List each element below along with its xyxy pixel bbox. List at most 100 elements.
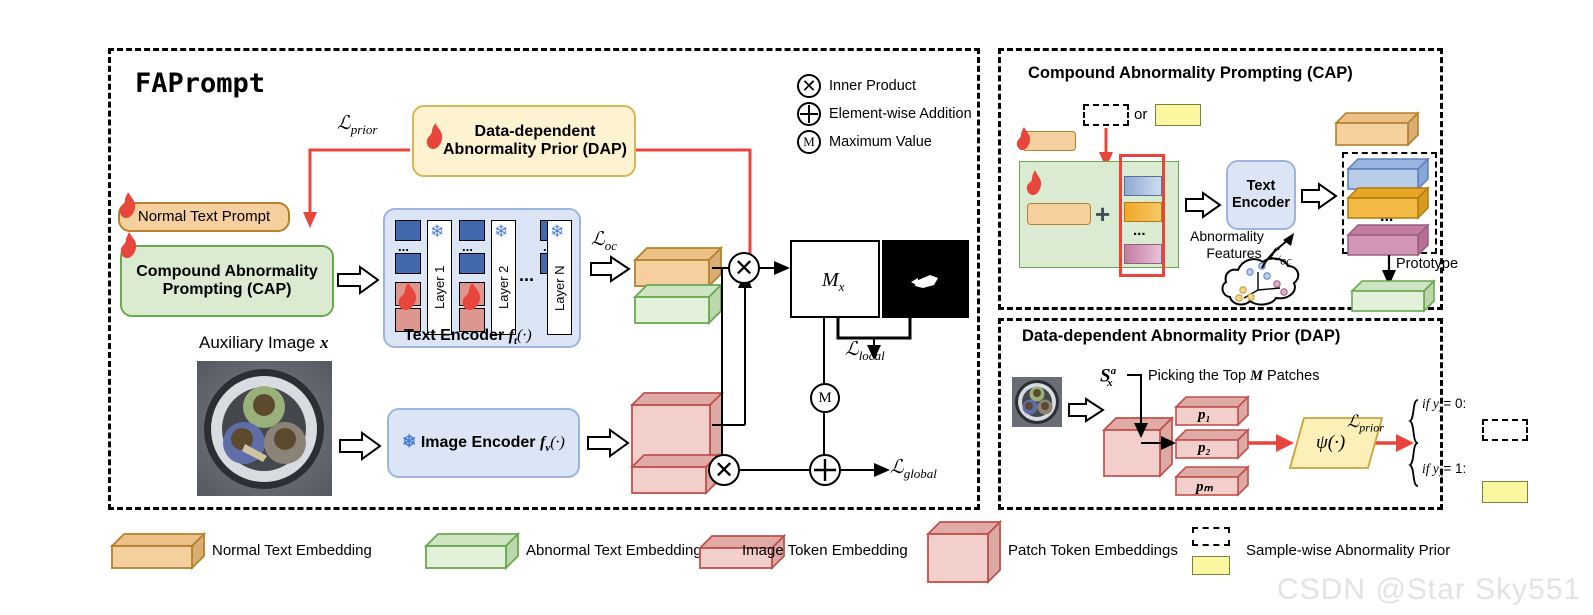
legend-image-token-embedding-icon bbox=[697, 533, 787, 571]
dap-panel-title: Data-dependent Abnormality Prior (DAP) bbox=[1022, 327, 1341, 345]
cap-box-line2: Prompting (CAP) bbox=[162, 281, 292, 298]
cap-sample-prior-dashed bbox=[1083, 104, 1129, 126]
cap-plus-symbol: + bbox=[1095, 199, 1111, 229]
token-column-2: ... bbox=[459, 220, 485, 335]
auxiliary-image-label: Auxiliary Image x bbox=[199, 333, 328, 353]
flame-icon bbox=[1016, 127, 1031, 150]
layer-box-1[interactable]: Layer 1 bbox=[427, 220, 452, 335]
dap-cond-zero-sub: x bbox=[1438, 403, 1444, 415]
cap-abnormality-features-line2: Features bbox=[1206, 244, 1262, 261]
cap-prompt-ellipsis: ... bbox=[1133, 222, 1146, 239]
max-value-op-glyph: M bbox=[818, 389, 832, 406]
auxiliary-image bbox=[197, 361, 332, 496]
cap-text-encoder-box[interactable]: Text Encoder bbox=[1226, 160, 1296, 230]
token-ellipsis: ... bbox=[398, 239, 409, 254]
layer-box-n[interactable]: Layer N bbox=[547, 220, 572, 335]
dap-score-sub: x bbox=[1107, 377, 1113, 390]
dap-patch-pm: pₘ bbox=[1174, 465, 1250, 497]
snowflake-icon: ❄ bbox=[494, 222, 509, 241]
cap-panel bbox=[998, 48, 1443, 310]
dap-patch-label: p₁ bbox=[1198, 407, 1211, 423]
flame-icon bbox=[120, 232, 137, 258]
dap-score-sup: a bbox=[1110, 365, 1117, 377]
dap-box-line2: Abnormality Prior (DAP) bbox=[442, 141, 627, 158]
dap-cond-zero-val: = 0: bbox=[1443, 396, 1467, 411]
element-wise-addition-legend-glyph bbox=[800, 105, 818, 123]
dap-cond-one-val: = 1: bbox=[1443, 461, 1467, 476]
cap-normal-prompt-inner bbox=[1027, 203, 1091, 225]
legend-label: Normal Text Embedding bbox=[212, 542, 372, 559]
dap-condition-one: if yx= 1: bbox=[1422, 461, 1466, 480]
cap-prompt-bar-2 bbox=[1124, 202, 1162, 222]
dap-box[interactable]: Data-dependent Abnormality Prior (DAP) bbox=[412, 105, 636, 177]
loss-local-label: ℒlocal bbox=[845, 338, 885, 364]
image-encoder-label-text: Image Encoder bbox=[420, 433, 536, 451]
dap-patch-cube bbox=[1101, 415, 1175, 479]
snowflake-icon: ❄ bbox=[402, 431, 417, 451]
dap-score-symbol: S bbox=[1100, 365, 1111, 387]
dap-loss-prior-symbol: ℒ bbox=[1347, 412, 1360, 431]
dap-patch-label: p₂ bbox=[1198, 440, 1211, 456]
dap-output-yellow bbox=[1482, 481, 1528, 503]
cap-prototype-ellipsis: ... bbox=[1380, 208, 1394, 225]
cap-text-encoder-line2: Encoder bbox=[1231, 195, 1290, 211]
image-encoder-sub: v bbox=[545, 441, 551, 454]
token-ellipsis: ... bbox=[462, 239, 473, 254]
cap-normal-text-embedding bbox=[1334, 111, 1420, 147]
anomaly-map-label: Mx bbox=[822, 269, 844, 295]
image-encoder-arg: (·) bbox=[550, 433, 565, 451]
loss-prior-label: ℒprior bbox=[337, 112, 377, 138]
cap-prompt-bar-1 bbox=[1124, 176, 1162, 196]
cap-loss-oc-symbol: ℒ bbox=[1268, 245, 1281, 264]
legend-sample-prior-yellow-icon bbox=[1192, 556, 1230, 575]
layer-box-2[interactable]: Layer 2 bbox=[491, 220, 516, 335]
inner-product-op-top-glyph: ✕ bbox=[733, 255, 755, 282]
dap-cond-one-text: if y bbox=[1422, 461, 1439, 476]
legend-abnormal-text-embedding-icon bbox=[423, 531, 521, 571]
ground-truth-mask bbox=[882, 240, 969, 318]
loss-local-sub: local bbox=[858, 347, 885, 363]
image-encoder-fn: f bbox=[539, 433, 546, 451]
page-title: FAPrompt bbox=[135, 68, 266, 99]
anomaly-map-box: Mx bbox=[790, 240, 880, 318]
inner-product-op-bottom-glyph: ✕ bbox=[713, 457, 735, 484]
flame-icon bbox=[398, 282, 417, 310]
flame-icon bbox=[119, 192, 136, 218]
dap-loss-prior-label: ℒprior bbox=[1347, 412, 1384, 435]
dap-cond-one-sub: x bbox=[1438, 468, 1444, 480]
inner-product-legend-glyph: ✕ bbox=[801, 75, 817, 96]
loss-prior-sub: prior bbox=[350, 121, 378, 137]
dap-condition-zero: if yx= 0: bbox=[1422, 396, 1466, 415]
addition-op-glyph bbox=[814, 459, 836, 481]
cap-loss-oc-label: ℒoc bbox=[1268, 245, 1292, 268]
normal-text-prompt-box[interactable]: Normal Text Prompt bbox=[118, 202, 290, 232]
auxiliary-image-var: x bbox=[319, 333, 329, 352]
flame-icon bbox=[462, 282, 481, 310]
legend-label: Patch Token Embeddings bbox=[1008, 542, 1178, 559]
layers-ellipsis: ... bbox=[519, 265, 535, 285]
operations-legend-label: Maximum Value bbox=[829, 134, 932, 150]
legend-label: Sample-wise Abnormality Prior bbox=[1246, 542, 1451, 559]
cap-prototype-orange bbox=[1346, 186, 1430, 220]
arrow-cap-to-text-encoder bbox=[337, 265, 380, 295]
legend-label: Abnormal Text Embedding bbox=[526, 542, 702, 559]
text-encoder-label: Text Encoder ft(·) bbox=[404, 327, 532, 347]
legend-label: Image Token Embedding bbox=[742, 542, 908, 559]
flame-icon bbox=[1026, 170, 1042, 195]
dap-panel bbox=[998, 318, 1443, 510]
text-encoder-label-text: Text Encoder bbox=[404, 327, 505, 344]
loss-oc-symbol: ℒ bbox=[591, 229, 605, 250]
snowflake-icon: ❄ bbox=[430, 222, 445, 241]
cap-box[interactable]: Compound Abnormality Prompting (CAP) bbox=[120, 245, 334, 317]
text-encoder-sub: t bbox=[513, 335, 518, 348]
anomaly-map-sub: x bbox=[838, 279, 845, 294]
cap-highlight-rect bbox=[1119, 154, 1165, 277]
token-red bbox=[459, 308, 485, 332]
arrow-text-encoder-to-embeddings bbox=[590, 255, 631, 283]
token-blue bbox=[395, 253, 421, 274]
operations-legend-label: Inner Product bbox=[829, 78, 917, 94]
image-encoder-box[interactable]: ❄ Image Encoder fv(·) bbox=[387, 408, 580, 478]
